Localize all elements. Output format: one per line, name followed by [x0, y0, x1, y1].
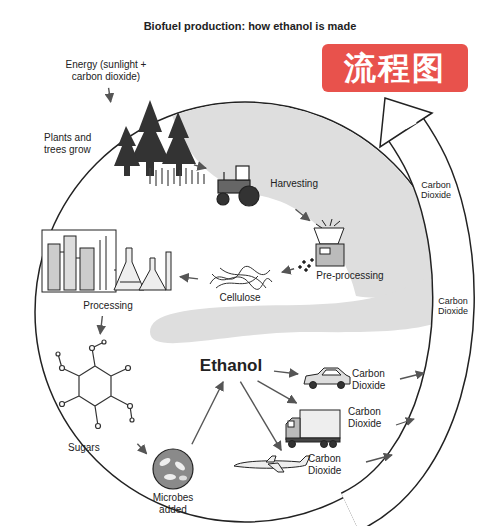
stage-label: Carbon Dioxide	[308, 453, 352, 477]
stage-label: Sugars	[68, 442, 100, 454]
watermark-label: 流程图	[322, 44, 468, 92]
tractor	[217, 166, 259, 206]
pre-processing-machine	[299, 219, 344, 271]
cellulose-stage: Cellulose	[200, 262, 280, 306]
road-edges	[150, 88, 452, 343]
flow-label: Carbon Dioxide	[433, 296, 473, 316]
stage-label: Carbon Dioxide	[348, 406, 392, 430]
airplane	[234, 456, 310, 472]
energy-stage: Energy (sunlight + carbon dioxide)	[50, 56, 162, 86]
flow-arrow	[194, 165, 206, 168]
car	[304, 368, 350, 389]
stage-label: Pre-processing	[316, 270, 383, 282]
carbon-return-arrow	[350, 98, 453, 512]
stage-label: Cellulose	[219, 292, 260, 304]
growth-stage: Plants and trees grow	[42, 104, 192, 184]
stage-label: Processing	[83, 300, 132, 312]
microbes-dish	[153, 449, 193, 489]
stage-label: Microbes added	[150, 492, 196, 516]
flow-arrow	[282, 269, 294, 272]
pre-processing-stage: Pre-processing	[296, 222, 404, 284]
flow-arrow	[100, 316, 102, 334]
stage-label: Energy (sunlight + carbon dioxide)	[52, 59, 160, 83]
flow-arrow	[240, 382, 281, 451]
flow-arrow	[180, 277, 198, 279]
stage-label: Carbon Dioxide	[352, 368, 396, 392]
stage-label: Plants and trees grow	[44, 132, 104, 156]
trees	[114, 100, 196, 176]
stage-label: Ethanol	[200, 356, 262, 376]
flow-arrow	[109, 88, 111, 102]
sugars-stage: Sugars	[50, 336, 136, 456]
flow-label: Carbon Dioxide	[416, 180, 456, 200]
flow-arrow	[274, 371, 298, 374]
processing-stage: Processing	[38, 222, 178, 314]
diagram-title: Biofuel production: how ethanol is made	[0, 20, 500, 33]
sugar-molecule	[56, 340, 134, 429]
cellulose-fibres	[210, 266, 272, 289]
stage-label: Harvesting	[270, 178, 318, 190]
plane-emission: Carbon Dioxide	[226, 452, 354, 478]
microbes-stage: Microbes added	[148, 446, 198, 518]
harvest-stage: Harvesting	[208, 160, 320, 208]
flow-arrow	[137, 444, 146, 454]
processing-plant	[42, 230, 171, 292]
flow-arrow	[258, 381, 297, 403]
flow-arrow	[192, 382, 223, 444]
truck	[286, 410, 340, 448]
crops	[150, 168, 204, 186]
car-emission: Carbon Dioxide	[300, 366, 398, 394]
flow-arrow	[295, 209, 309, 220]
ethanol-product: Ethanol	[190, 352, 272, 380]
truck-emission: Carbon Dioxide	[284, 404, 394, 450]
